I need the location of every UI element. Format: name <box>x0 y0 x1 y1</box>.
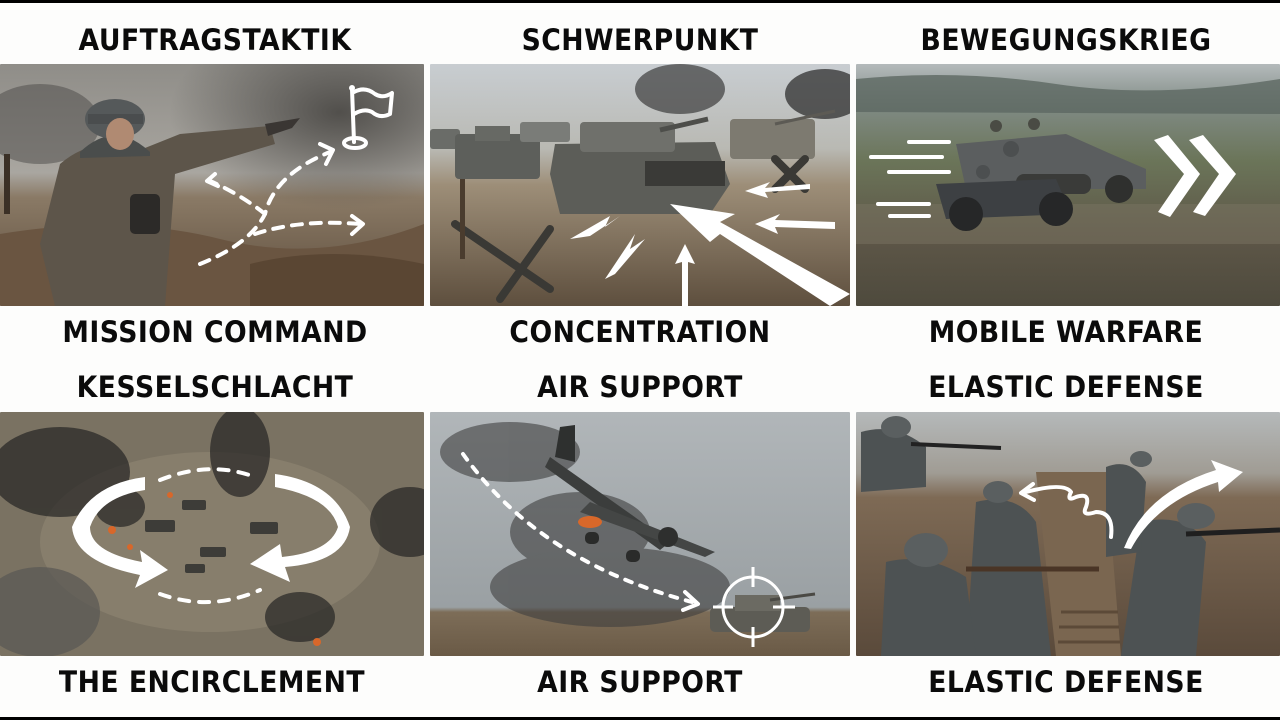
panel-title-auftragstaktik: AUFTRAGSTAKTIK <box>78 23 352 57</box>
panel-image-elastic-defense <box>856 412 1280 656</box>
panel-title-air-support: AIR SUPPORT <box>537 370 743 404</box>
panel-image-air-support <box>430 412 850 656</box>
panel-image-encirclement <box>0 412 424 656</box>
panel-caption-mission-command: MISSION COMMAND <box>62 315 368 349</box>
panel-title-elastic-defense: ELASTIC DEFENSE <box>928 370 1204 404</box>
panel-caption-encirclement: THE ENCIRCLEMENT <box>58 665 366 699</box>
panel-image-mission-command <box>0 64 424 306</box>
panel-title-bewegungskrieg: BEWEGUNGSKRIEG <box>920 23 1212 57</box>
panel-image-concentration <box>430 64 850 306</box>
panel-image-mobile-warfare <box>856 64 1280 306</box>
panel-title-kesselschlacht: KESSELSCHLACHT <box>76 370 354 404</box>
panel-caption-elastic-defense: ELASTIC DEFENSE <box>928 665 1204 699</box>
panel-title-schwerpunkt: SCHWERPUNKT <box>521 23 759 57</box>
bottom-letterbox-bar <box>0 717 1280 720</box>
panel-caption-concentration: CONCENTRATION <box>509 315 771 349</box>
panel-caption-mobile-warfare: MOBILE WARFARE <box>928 315 1204 349</box>
infographic-grid: AUFTRAGSTAKTIK SCHWERPUNKT BEWEGUNGSKRIE… <box>0 3 1280 717</box>
panel-caption-air-support: AIR SUPPORT <box>537 665 743 699</box>
top-letterbox-bar <box>0 0 1280 3</box>
